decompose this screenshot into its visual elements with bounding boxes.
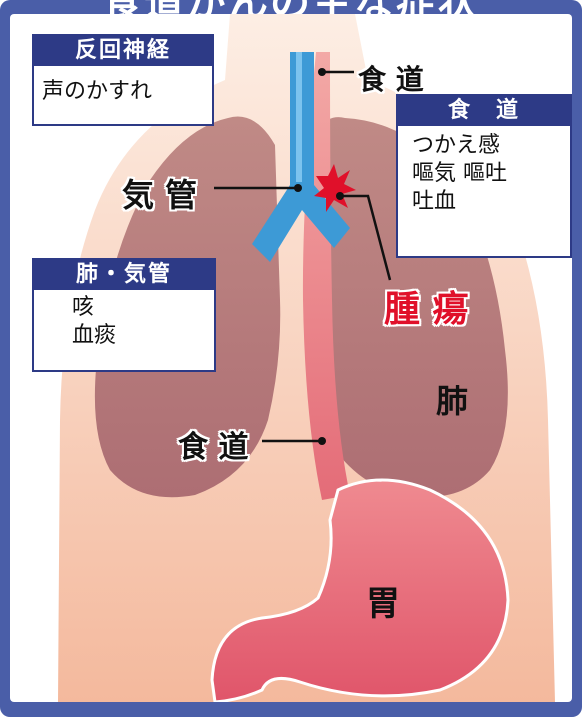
box-esophagus-line-2: 嘔気 嘔吐 <box>412 161 507 186</box>
title-strip: 食道がんの主な症状 <box>0 0 582 14</box>
box-lung-trachea: 肺・気管 咳 血痰 <box>32 258 216 372</box>
diagram-title: 食道がんの主な症状 <box>0 0 582 14</box>
illustration-panel: 食 道 気 管 腫 瘍 肺 食 道 胃 反回神経 声のかすれ 食 道 つかえ感 … <box>10 14 572 702</box>
dot-esophagus-top <box>318 68 326 76</box>
leader-tumor <box>340 194 392 281</box>
box-recurrent-nerve-heading: 反回神経 <box>34 36 212 66</box>
box-esophagus-line-1: つかえ感 <box>412 133 501 158</box>
label-esophagus-top: 食 道 <box>358 63 424 96</box>
box-lung-trachea-line-2: 血痰 <box>72 323 117 348</box>
label-stomach: 胃 <box>366 584 400 624</box>
box-recurrent-nerve-line: 声のかすれ <box>42 79 153 104</box>
box-esophagus: 食 道 つかえ感 嘔気 嘔吐 吐血 <box>396 94 572 258</box>
stomach-organ <box>210 478 510 702</box>
box-esophagus-line-3: 吐血 <box>412 189 457 214</box>
box-lung-trachea-heading: 肺・気管 <box>34 260 214 290</box>
label-esophagus-mid: 食 道 <box>178 430 249 465</box>
tumor-icon <box>314 164 356 212</box>
label-tumor: 腫 瘍 <box>384 289 469 330</box>
label-lung: 肺 <box>436 382 469 420</box>
dot-tumor <box>336 192 344 200</box>
trachea-highlight <box>296 52 302 182</box>
box-recurrent-nerve: 反回神経 声のかすれ <box>32 34 214 126</box>
esophagus-tube <box>302 52 350 500</box>
box-esophagus-heading: 食 道 <box>398 96 570 126</box>
label-trachea: 気 管 <box>122 176 198 214</box>
box-lung-trachea-line-1: 咳 <box>72 295 95 320</box>
dot-esophagus-mid <box>318 437 326 445</box>
dot-trachea <box>294 184 302 192</box>
